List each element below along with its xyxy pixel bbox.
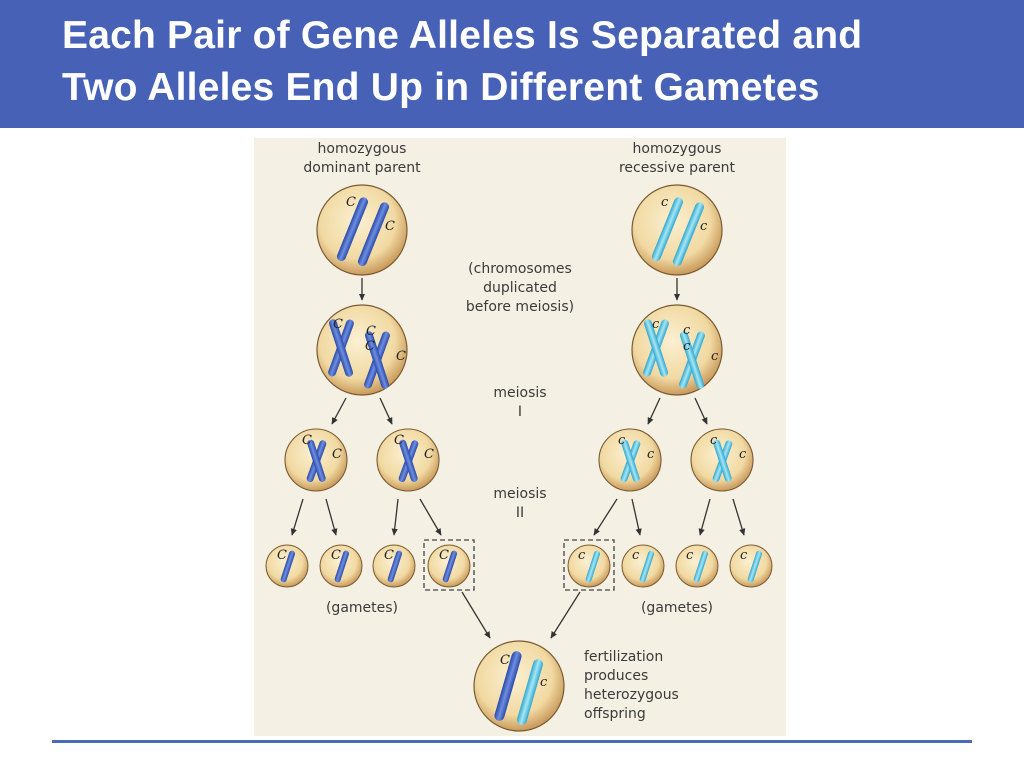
arrow-m2-c — [391, 498, 399, 536]
allele-label: C — [331, 548, 341, 563]
arrow-m2-a — [290, 498, 304, 536]
dominant-chromosome — [357, 202, 390, 267]
arrow-m1-left-b — [379, 397, 393, 425]
arrow-m1-left-a — [331, 397, 347, 425]
arrow-fert-right — [550, 591, 581, 639]
duplication-label-1: (chromosomes — [468, 261, 572, 277]
allele-label: c — [652, 317, 660, 332]
allele-label: C — [365, 339, 375, 354]
fertilization-label-1: fertilization — [584, 649, 663, 665]
arrow-m2-h — [732, 498, 746, 536]
allele-label: c — [578, 548, 586, 563]
allele-label: c — [540, 675, 548, 690]
allele-label: c — [618, 433, 626, 448]
recessive-meiosis1-cell: c c — [690, 428, 754, 492]
allele-label: C — [332, 447, 342, 462]
fertilization-label-2: produces — [584, 668, 648, 684]
dominant-parent-cell: C C — [316, 184, 408, 276]
recessive-duplicated-cell: c c c c — [631, 304, 723, 396]
allele-label: C — [333, 317, 343, 332]
dominant-duplicated-cell: C C C C — [316, 304, 408, 396]
allele-label: c — [740, 548, 748, 563]
dominant-gamete-cell: C — [265, 544, 309, 588]
meiosis-2-label-1: meiosis — [493, 486, 546, 502]
recessive-meiosis1-cell: c c — [598, 428, 662, 492]
arrow-m2-f — [631, 498, 642, 536]
recessive-parent-label-1: homozygous — [633, 141, 722, 157]
recessive-chromosome — [651, 197, 684, 262]
arrows — [290, 278, 746, 639]
allele-label: c — [686, 548, 694, 563]
meiosis-2-label-2: II — [516, 505, 524, 521]
recessive-gamete-cell: c — [675, 544, 719, 588]
arrow-m1-right-a — [647, 397, 661, 425]
arrow-m2-b — [325, 498, 338, 536]
arrow-m1-right-b — [694, 397, 708, 425]
allele-label: c — [647, 447, 655, 462]
allele-label: C — [366, 324, 376, 339]
arrow-m2-d — [419, 498, 442, 536]
selected-gamete-box — [563, 539, 615, 591]
heterozygous-offspring-cell: C c — [473, 640, 565, 732]
allele-label: C — [277, 548, 287, 563]
dominant-gamete-cell: C — [372, 544, 416, 588]
gametes-right-label: (gametes) — [641, 600, 713, 616]
allele-label: C — [385, 219, 395, 234]
fertilization-label-3: heterozygous — [584, 687, 679, 703]
meiosis-1-label-2: I — [518, 404, 522, 420]
allele-label: C — [394, 433, 404, 448]
duplication-label-2: duplicated — [483, 280, 557, 296]
recessive-chromosome — [672, 202, 705, 267]
allele-label: c — [632, 548, 640, 563]
title-bar: Each Pair of Gene Alleles Is Separated a… — [0, 0, 1024, 128]
dominant-chromosome — [336, 197, 369, 262]
recessive-chromosome — [517, 659, 543, 725]
allele-label: c — [683, 323, 691, 338]
dominant-gamete-cell: C — [319, 544, 363, 588]
recessive-gamete-cell: c — [567, 544, 611, 588]
fertilization-label-4: offspring — [584, 706, 646, 722]
recessive-parent-label-2: recessive parent — [619, 160, 736, 176]
allele-label: c — [710, 433, 718, 448]
dominant-chromosome — [494, 651, 522, 721]
recessive-gamete-cell: c — [621, 544, 665, 588]
allele-label: c — [711, 349, 719, 364]
dominant-parent-label-1: homozygous — [318, 141, 407, 157]
arrow-m2-g — [698, 498, 711, 536]
allele-label: C — [500, 653, 510, 668]
selected-gamete-box — [423, 539, 475, 591]
dominant-parent-label-2: dominant parent — [303, 160, 421, 176]
allele-label: C — [396, 349, 406, 364]
recessive-gamete-cell: c — [729, 544, 773, 588]
dominant-meiosis1-cell: C C — [376, 428, 440, 492]
bottom-divider — [52, 740, 972, 743]
allele-label: C — [439, 548, 449, 563]
duplication-label-3: before meiosis) — [466, 299, 574, 315]
dominant-gamete-cell: C — [427, 544, 471, 588]
allele-label: c — [700, 219, 708, 234]
allele-label: C — [424, 447, 434, 462]
allele-label: C — [302, 433, 312, 448]
recessive-parent-cell: c c — [631, 184, 723, 276]
arrow-fert-left — [461, 591, 491, 639]
meiosis-1-label-1: meiosis — [493, 385, 546, 401]
allele-label: c — [683, 339, 691, 354]
dominant-meiosis1-cell: C C — [284, 428, 348, 492]
allele-label: c — [739, 447, 747, 462]
slide-title-line-1: Each Pair of Gene Alleles Is Separated a… — [62, 14, 863, 57]
allele-label: C — [384, 548, 394, 563]
arrow-m2-e — [593, 498, 618, 536]
gametes-left-label: (gametes) — [326, 600, 398, 616]
slide-title-line-2: Two Alleles End Up in Different Gametes — [62, 66, 820, 109]
allele-label: C — [346, 195, 356, 210]
allele-label: c — [661, 195, 669, 210]
